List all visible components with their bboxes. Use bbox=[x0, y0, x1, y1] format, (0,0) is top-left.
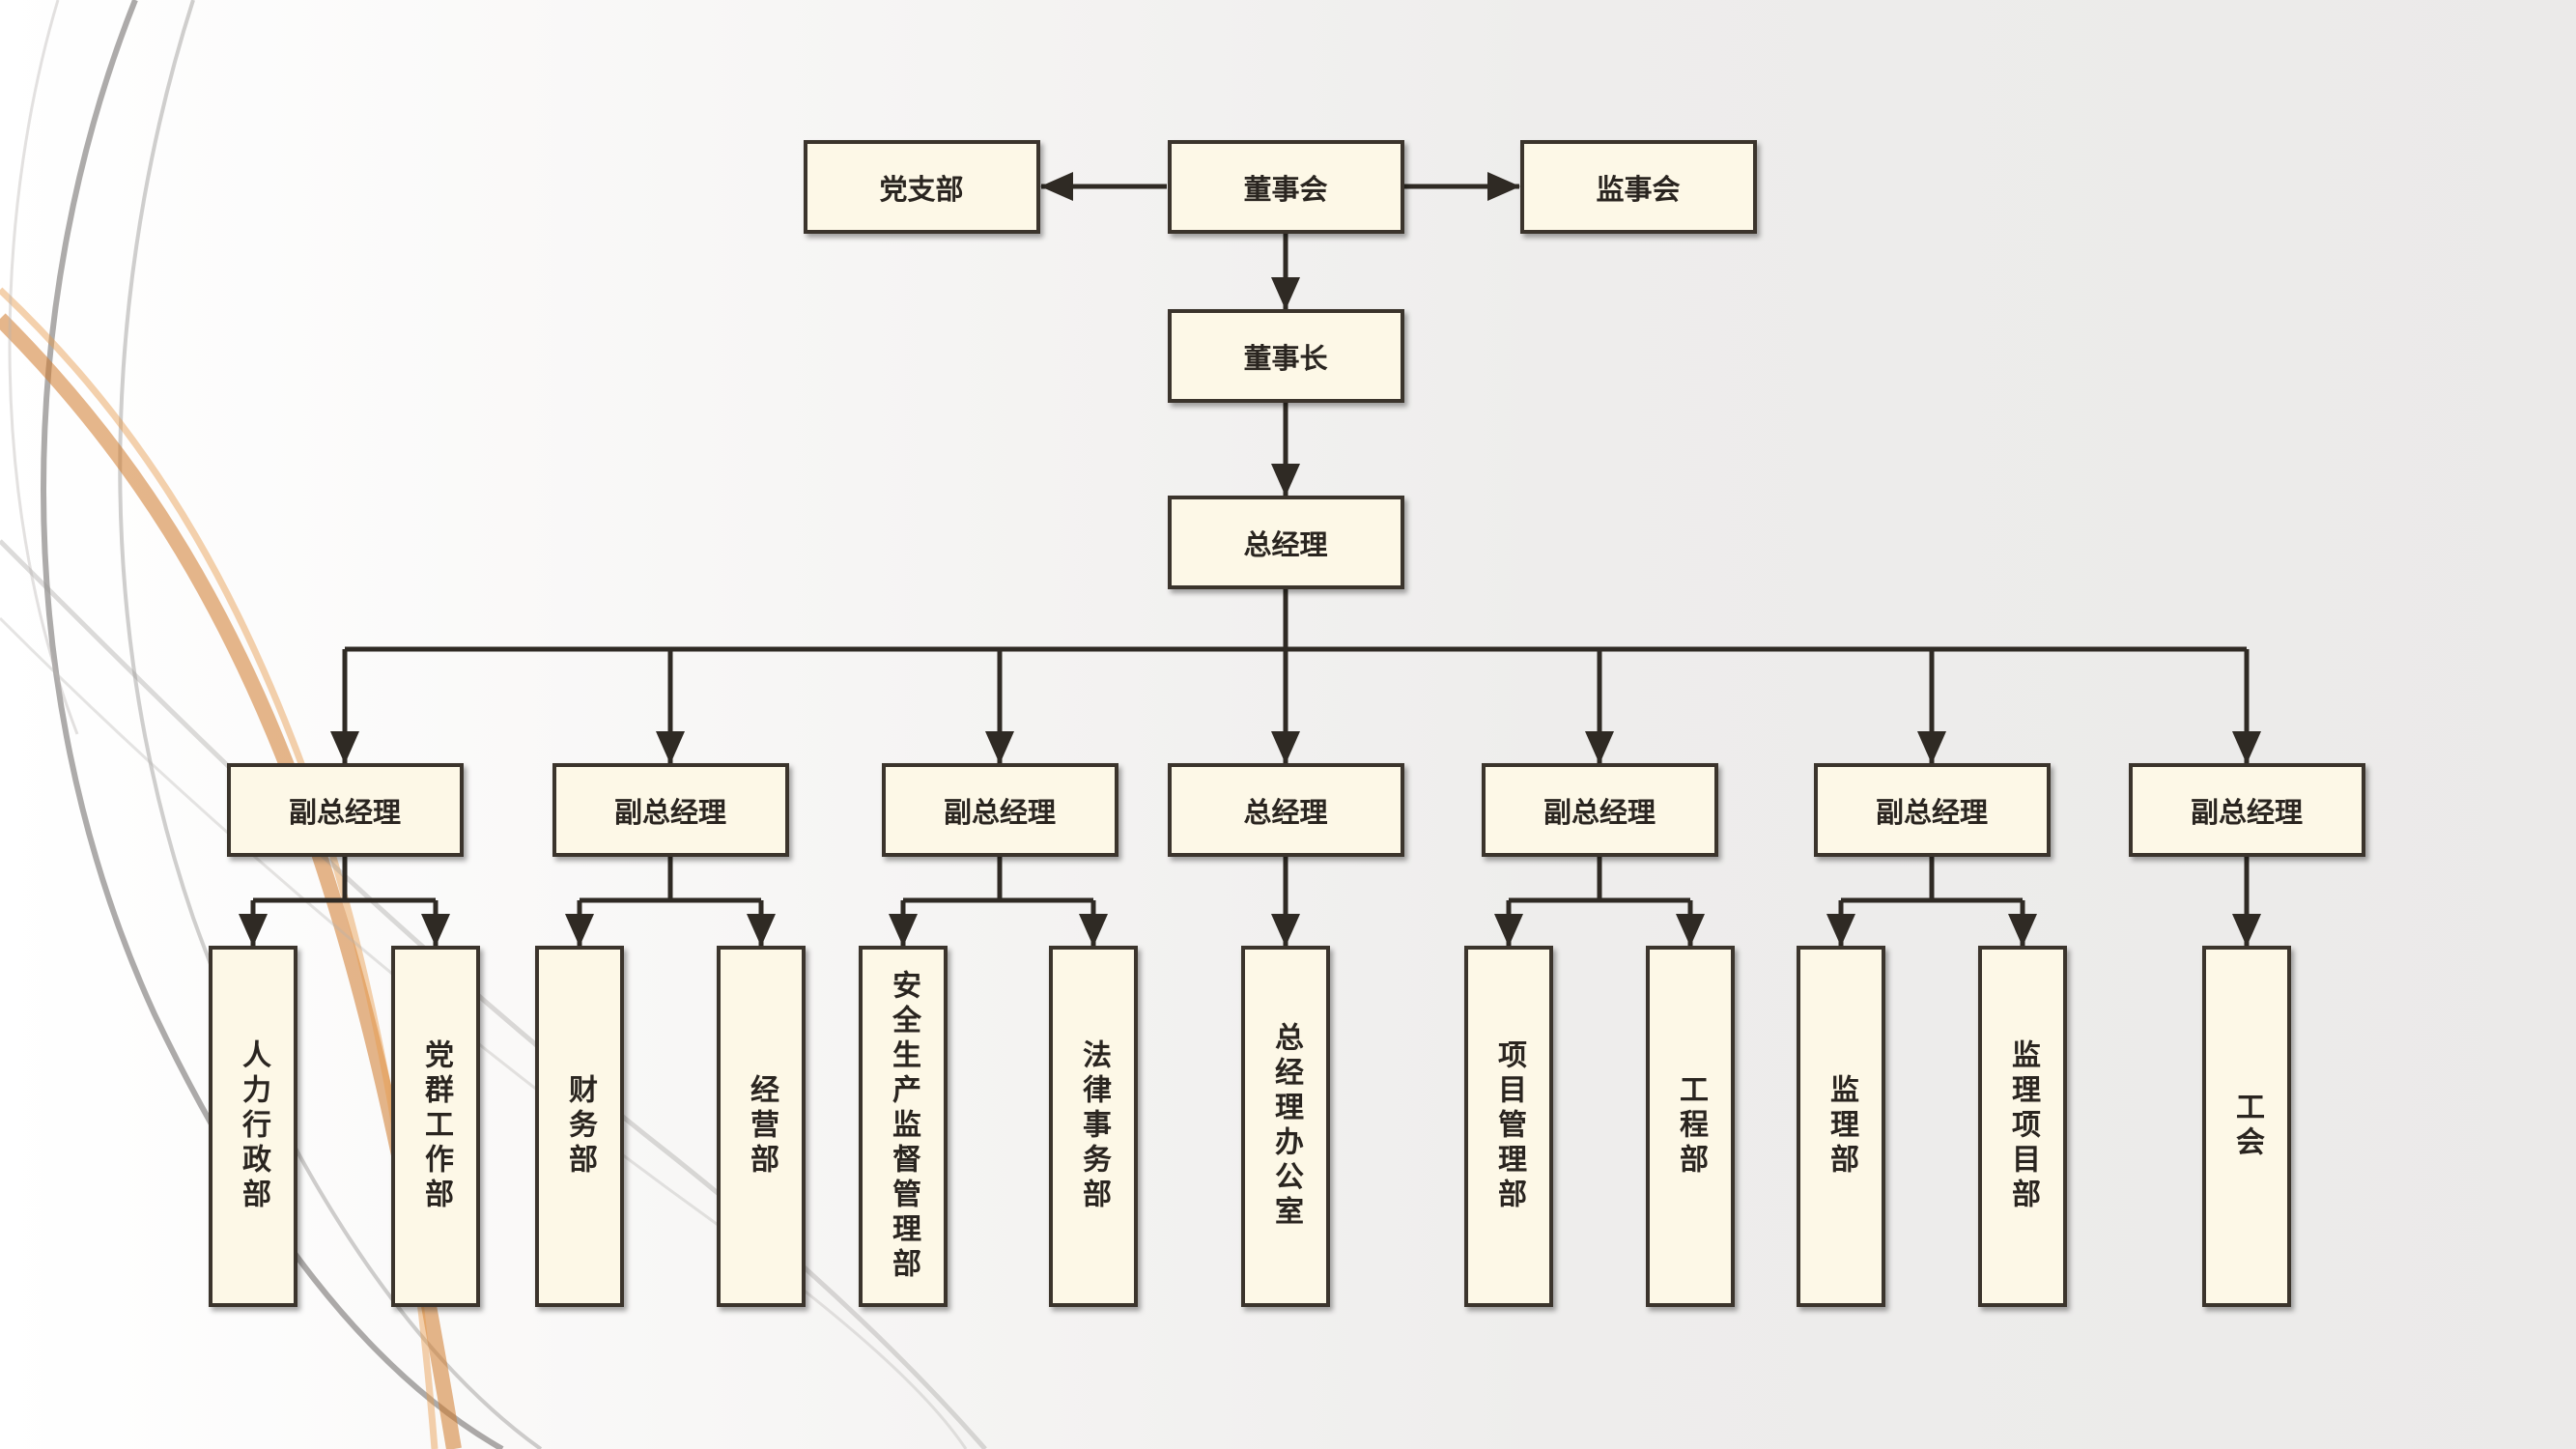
deputy-gm-box: 副总经理 bbox=[552, 763, 789, 857]
department-box: 工程部 bbox=[1646, 946, 1735, 1307]
deputy-gm-box: 副总经理 bbox=[226, 763, 464, 857]
department-box: 项目管理部 bbox=[1464, 946, 1553, 1307]
deputy-gm-box: 副总经理 bbox=[881, 763, 1118, 857]
department-box: 经营部 bbox=[717, 946, 806, 1307]
chairman-box: 董事长 bbox=[1167, 309, 1404, 403]
deputy-gm-box: 副总经理 bbox=[2128, 763, 2365, 857]
board-of-directors-box: 董事会 bbox=[1167, 140, 1404, 234]
department-box: 党群工作部 bbox=[391, 946, 480, 1307]
department-box: 监理部 bbox=[1797, 946, 1885, 1307]
general-manager-office-head-box: 总经理 bbox=[1167, 763, 1404, 857]
department-box: 工会 bbox=[2202, 946, 2291, 1307]
deputy-gm-box: 副总经理 bbox=[1481, 763, 1718, 857]
department-box: 财务部 bbox=[535, 946, 624, 1307]
department-box: 监理项目部 bbox=[1978, 946, 2067, 1307]
party-branch-box: 党支部 bbox=[803, 140, 1040, 234]
board-of-supervisors-box: 监事会 bbox=[1519, 140, 1757, 234]
deputy-gm-box: 副总经理 bbox=[1813, 763, 2051, 857]
department-box: 人力行政部 bbox=[209, 946, 297, 1307]
department-box: 法律事务部 bbox=[1049, 946, 1138, 1307]
general-manager-box: 总经理 bbox=[1167, 496, 1404, 589]
department-box: 总经理办公室 bbox=[1241, 946, 1330, 1307]
department-box: 安全生产监督管理部 bbox=[859, 946, 948, 1307]
connector-lines bbox=[239, 172, 2261, 947]
